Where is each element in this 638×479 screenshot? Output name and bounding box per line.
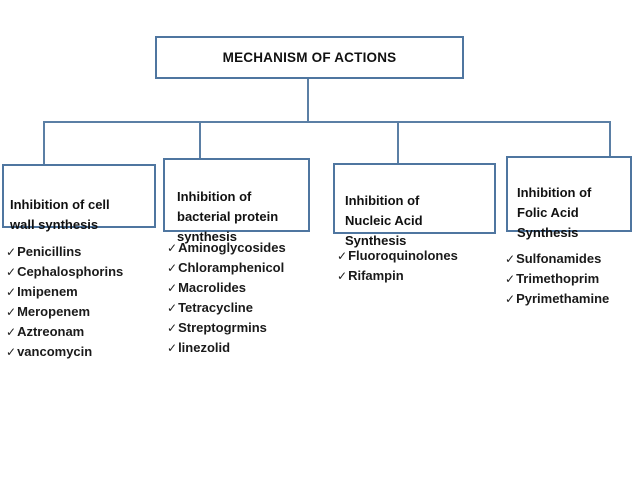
checkmark-icon: ✓ xyxy=(167,301,178,315)
diagram-title: MECHANISM OF ACTIONS xyxy=(222,50,397,65)
drug-name: Meropenem xyxy=(17,304,91,319)
drug-name: Aztreonam xyxy=(17,324,85,339)
drug-name: vancomycin xyxy=(17,344,93,359)
checkmark-icon: ✓ xyxy=(505,272,516,286)
list-item: ✓ Penicillins xyxy=(6,242,123,262)
checkmark-icon: ✓ xyxy=(6,345,17,359)
list-item: ✓ linezolid xyxy=(167,338,286,358)
drug-name: Macrolides xyxy=(178,280,246,295)
list-item: ✓ Meropenem xyxy=(6,302,123,322)
drug-list-cell-wall-synthesis: ✓ Penicillins ✓ Cephalosphorins ✓ Imipen… xyxy=(6,242,123,362)
drug-list-folic-acid-synthesis: ✓ Sulfonamides ✓ Trimethoprim ✓ Pyrimeth… xyxy=(505,249,609,309)
drug-name: Tetracycline xyxy=(178,300,253,315)
connector-stem-vertical xyxy=(307,79,309,121)
drug-name: Rifampin xyxy=(348,268,404,283)
drug-name: Cephalosphorins xyxy=(17,264,124,279)
drug-name: Aminoglycosides xyxy=(178,240,286,255)
branch-label: Inhibition of bacterial protein synthesi… xyxy=(177,189,279,245)
branch-node-folic-acid-synthesis: Inhibition of Folic Acid Synthesis xyxy=(506,156,632,240)
branch-label: Inhibition of Nucleic Acid Synthesis xyxy=(345,193,423,249)
list-item: ✓ Streptogrmins xyxy=(167,318,286,338)
checkmark-icon: ✓ xyxy=(505,252,516,266)
branch-node-cell-wall-synthesis: Inhibition of cell wall synthesis xyxy=(2,164,156,232)
connector-horizontal-bar xyxy=(43,121,610,123)
checkmark-icon: ✓ xyxy=(6,265,17,279)
branch-label: Inhibition of Folic Acid Synthesis xyxy=(517,185,592,241)
checkmark-icon: ✓ xyxy=(337,249,348,263)
list-item: ✓ Aztreonam xyxy=(6,322,123,342)
list-item: ✓ Imipenem xyxy=(6,282,123,302)
list-item: ✓ vancomycin xyxy=(6,342,123,362)
drug-name: Chloramphenicol xyxy=(178,260,285,275)
list-item: ✓ Pyrimethamine xyxy=(505,289,609,309)
checkmark-icon: ✓ xyxy=(337,269,348,283)
branch-node-bacterial-protein-synthesis: Inhibition of bacterial protein synthesi… xyxy=(163,158,310,244)
checkmark-icon: ✓ xyxy=(6,325,17,339)
list-item: ✓ Fluoroquinolones xyxy=(337,246,458,266)
list-item: ✓ Chloramphenicol xyxy=(167,258,286,278)
branch-node-nucleic-acid-synthesis: Inhibition of Nucleic Acid Synthesis xyxy=(333,163,496,248)
checkmark-icon: ✓ xyxy=(167,341,178,355)
checkmark-icon: ✓ xyxy=(6,245,17,259)
checkmark-icon: ✓ xyxy=(167,241,178,255)
checkmark-icon: ✓ xyxy=(6,305,17,319)
drug-name: Sulfonamides xyxy=(516,251,602,266)
drug-name: Fluoroquinolones xyxy=(348,248,458,263)
connector-drop-branch-1 xyxy=(43,121,45,164)
drug-name: Penicillins xyxy=(17,244,82,259)
drug-name: Imipenem xyxy=(17,284,78,299)
drug-name: Streptogrmins xyxy=(178,320,267,335)
checkmark-icon: ✓ xyxy=(505,292,516,306)
list-item: ✓ Cephalosphorins xyxy=(6,262,123,282)
checkmark-icon: ✓ xyxy=(167,321,178,335)
drug-name: linezolid xyxy=(178,340,231,355)
checkmark-icon: ✓ xyxy=(167,261,178,275)
root-node-mechanism-of-actions: MECHANISM OF ACTIONS xyxy=(155,36,464,79)
drug-list-bacterial-protein-synthesis: ✓ Aminoglycosides ✓ Chloramphenicol ✓ Ma… xyxy=(167,238,286,358)
drug-name: Pyrimethamine xyxy=(516,291,610,306)
checkmark-icon: ✓ xyxy=(6,285,17,299)
checkmark-icon: ✓ xyxy=(167,281,178,295)
connector-drop-branch-3 xyxy=(397,121,399,163)
branch-label: Inhibition of cell wall synthesis xyxy=(10,197,110,233)
list-item: ✓ Rifampin xyxy=(337,266,458,286)
list-item: ✓ Trimethoprim xyxy=(505,269,609,289)
connector-drop-branch-4 xyxy=(609,121,611,156)
list-item: ✓ Sulfonamides xyxy=(505,249,609,269)
list-item: ✓ Aminoglycosides xyxy=(167,238,286,258)
list-item: ✓ Macrolides xyxy=(167,278,286,298)
list-item: ✓ Tetracycline xyxy=(167,298,286,318)
drug-name: Trimethoprim xyxy=(516,271,600,286)
connector-drop-branch-2 xyxy=(199,121,201,158)
drug-list-nucleic-acid-synthesis: ✓ Fluoroquinolones ✓ Rifampin xyxy=(337,246,458,286)
